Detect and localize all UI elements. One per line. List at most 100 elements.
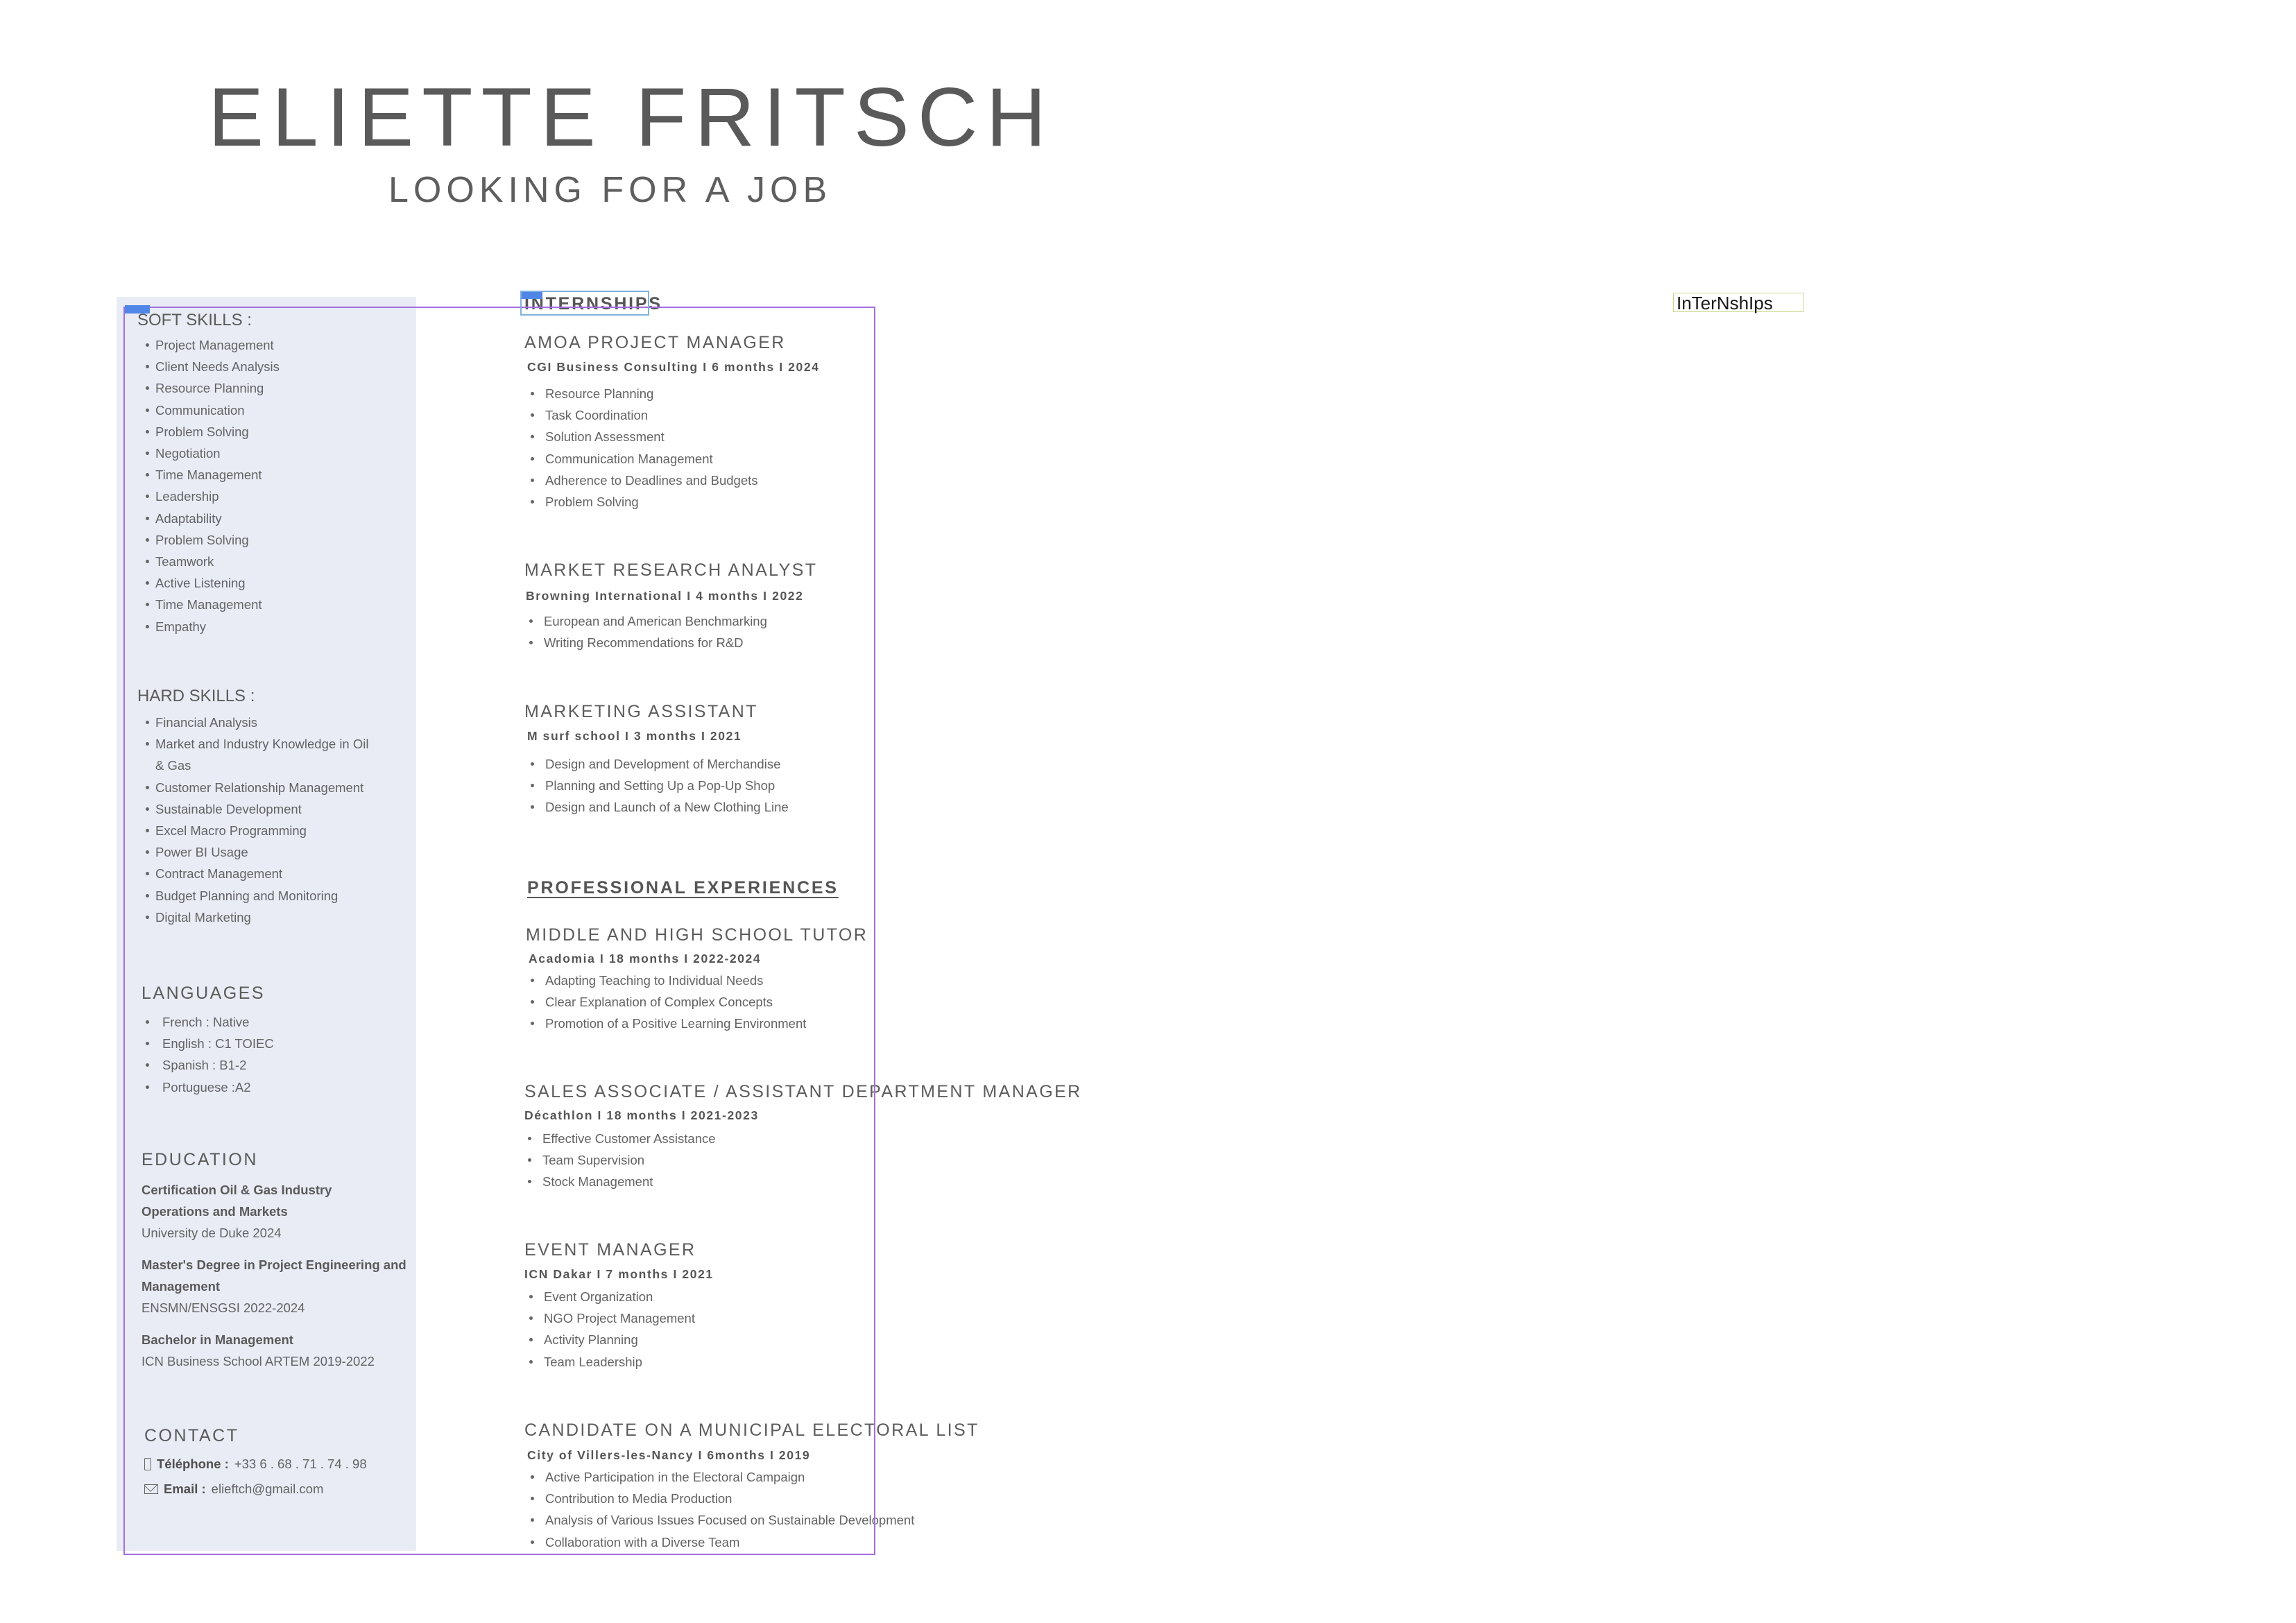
list-item: Active Listening xyxy=(143,572,280,594)
degree-title: Bachelor in Management xyxy=(142,1332,293,1347)
school-info: University de Duke 2024 xyxy=(142,1226,282,1240)
list-item: Contribution to Media Production xyxy=(527,1488,914,1509)
list-item: Problem Solving xyxy=(527,491,758,513)
education-entry: Bachelor in Management ICN Business Scho… xyxy=(142,1329,412,1372)
job-title: MARKET RESEARCH ANALYST xyxy=(524,560,818,580)
list-item: Event Organization xyxy=(526,1286,695,1307)
languages-heading: LANGUAGES xyxy=(142,984,266,1003)
phone-icon xyxy=(144,1458,151,1470)
job-meta: Acadomia I 18 months I 2022-2024 xyxy=(529,952,762,965)
list-item: Digital Marketing xyxy=(143,907,406,928)
degree-title: Certification Oil & Gas Industry Operati… xyxy=(142,1183,332,1219)
job-title: CANDIDATE ON A MUNICIPAL ELECTORAL LIST xyxy=(524,1420,979,1440)
list-item: Collaboration with a Diverse Team xyxy=(527,1531,914,1553)
job-meta: Décathlon I 18 months I 2021-2023 xyxy=(524,1108,759,1122)
list-item: English : C1 TOIEC xyxy=(143,1033,274,1054)
list-item: Planning and Setting Up a Pop-Up Shop xyxy=(527,775,789,796)
candidate-name: ELIETTE FRITSCH xyxy=(208,71,1055,164)
list-item: Active Participation in the Electoral Ca… xyxy=(527,1466,914,1488)
list-item: European and American Benchmarking xyxy=(526,610,767,632)
job-tasks: Resource Planning Task Coordination Solu… xyxy=(527,383,758,513)
hard-skills-heading: HARD SKILLS : xyxy=(137,687,255,705)
job-meta: CGI Business Consulting I 6 months I 202… xyxy=(527,360,820,374)
job-meta: City of Villers-les-Nancy I 6months I 20… xyxy=(527,1448,811,1462)
list-item: Time Management xyxy=(143,594,280,615)
list-item: Adherence to Deadlines and Budgets xyxy=(527,470,758,491)
job-tasks: Design and Development of Merchandise Pl… xyxy=(527,753,789,818)
selection-frame[interactable] xyxy=(123,307,875,1555)
list-item: Customer Relationship Management xyxy=(143,777,406,798)
job-tasks: Event Organization NGO Project Managemen… xyxy=(526,1286,695,1373)
list-item: Empathy xyxy=(143,616,280,637)
list-item: Writing Recommendations for R&D xyxy=(526,632,767,653)
list-item: French : Native xyxy=(143,1011,274,1033)
list-item: Adaptability xyxy=(143,508,280,529)
list-item: Budget Planning and Monitoring xyxy=(143,885,406,907)
headline: LOOKING FOR A JOB xyxy=(388,170,832,210)
school-info: ENSMN/ENSGSI 2022-2024 xyxy=(142,1300,305,1315)
internships-heading[interactable]: INTERNSHIPS xyxy=(524,294,662,314)
list-item: Negotiation xyxy=(143,443,280,464)
list-item: Project Management xyxy=(143,334,280,356)
email-address: elieftch@gmail.com xyxy=(211,1482,324,1496)
phone-label: Téléphone : xyxy=(157,1457,229,1471)
list-item: Time Management xyxy=(143,464,280,486)
soft-skills-heading: SOFT SKILLS : xyxy=(137,311,252,329)
list-item: Clear Explanation of Complex Concepts xyxy=(527,991,806,1013)
list-item: Design and Launch of a New Clothing Line xyxy=(527,796,789,818)
job-tasks: Adapting Teaching to Individual Needs Cl… xyxy=(527,970,806,1035)
contact-heading: CONTACT xyxy=(144,1426,239,1445)
job-tasks: Effective Customer Assistance Team Super… xyxy=(524,1128,716,1193)
floating-text-box[interactable]: InTerNshIps xyxy=(1673,293,1804,313)
job-meta: ICN Dakar I 7 months I 2021 xyxy=(524,1267,714,1281)
list-item: Contract Management xyxy=(143,863,406,884)
list-item: Power BI Usage xyxy=(143,841,406,863)
school-info: ICN Business School ARTEM 2019-2022 xyxy=(142,1354,375,1368)
job-title: SALES ASSOCIATE / ASSISTANT DEPARTMENT M… xyxy=(524,1082,1082,1101)
list-item: NGO Project Management xyxy=(526,1307,695,1329)
job-tasks: European and American Benchmarking Writi… xyxy=(526,610,767,653)
list-item: Portuguese :A2 xyxy=(143,1076,274,1098)
list-item: Team Leadership xyxy=(526,1351,695,1373)
education-entry: Certification Oil & Gas Industry Operati… xyxy=(142,1179,350,1244)
languages-list: French : Native English : C1 TOIEC Spani… xyxy=(143,1011,274,1098)
education-heading: EDUCATION xyxy=(142,1150,258,1169)
contact-email: Email : elieftch@gmail.com xyxy=(144,1482,323,1497)
list-item: Communication Management xyxy=(527,448,758,470)
list-item: Analysis of Various Issues Focused on Su… xyxy=(527,1509,914,1531)
list-item: Problem Solving xyxy=(143,529,280,551)
selection-handle[interactable] xyxy=(125,305,150,314)
list-item: Design and Development of Merchandise xyxy=(527,753,789,775)
hard-skills-list: Financial Analysis Market and Industry K… xyxy=(143,712,406,928)
contact-phone: Téléphone : +33 6 . 68 . 71 . 74 . 98 xyxy=(144,1457,367,1472)
list-item: Leadership xyxy=(143,486,280,507)
education-entry: Master's Degree in Project Engineering a… xyxy=(142,1254,412,1319)
list-item: Team Supervision xyxy=(524,1149,716,1171)
list-item: Market and Industry Knowledge in Oil & G… xyxy=(143,733,377,776)
job-title: EVENT MANAGER xyxy=(524,1240,696,1260)
list-item: Task Coordination xyxy=(527,404,758,426)
professional-experiences-heading: PROFESSIONAL EXPERIENCES xyxy=(527,878,839,898)
email-label: Email : xyxy=(164,1482,206,1496)
job-meta: M surf school I 3 months I 2021 xyxy=(527,729,742,743)
list-item: Resource Planning xyxy=(143,377,280,399)
job-meta: Browning International I 4 months I 2022 xyxy=(526,589,804,603)
list-item: Promotion of a Positive Learning Environ… xyxy=(527,1013,806,1034)
list-item: Adapting Teaching to Individual Needs xyxy=(527,970,806,991)
list-item: Financial Analysis xyxy=(143,712,406,733)
list-item: Client Needs Analysis xyxy=(143,356,280,377)
job-title: MIDDLE AND HIGH SCHOOL TUTOR xyxy=(526,925,868,945)
list-item: Excel Macro Programming xyxy=(143,820,406,841)
job-title: MARKETING ASSISTANT xyxy=(524,702,758,721)
list-item: Resource Planning xyxy=(527,383,758,404)
list-item: Problem Solving xyxy=(143,421,280,443)
heading-selection-frame[interactable] xyxy=(520,291,649,316)
list-item: Spanish : B1-2 xyxy=(143,1054,274,1076)
list-item: Activity Planning xyxy=(526,1329,695,1350)
list-item: Solution Assessment xyxy=(527,426,758,447)
list-item: Effective Customer Assistance xyxy=(524,1128,716,1149)
heading-selection-handle[interactable] xyxy=(522,292,542,299)
list-item: Communication xyxy=(143,400,280,421)
job-tasks: Active Participation in the Electoral Ca… xyxy=(527,1466,914,1553)
phone-number: +33 6 . 68 . 71 . 74 . 98 xyxy=(234,1457,367,1471)
